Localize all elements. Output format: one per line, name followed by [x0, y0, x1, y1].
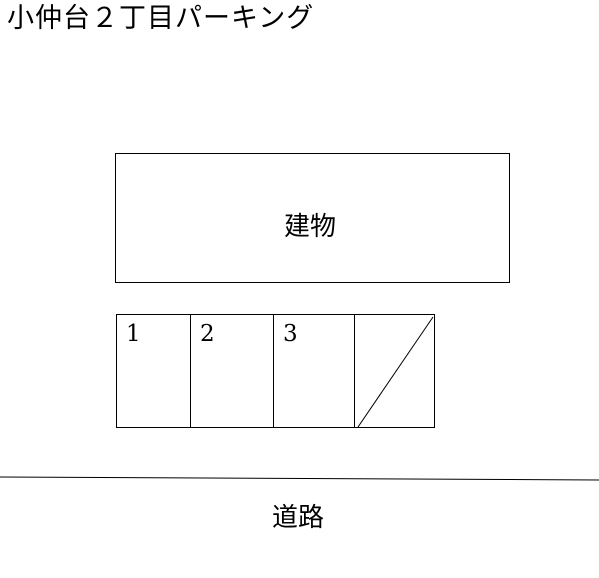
parking-space-number: 3: [283, 321, 298, 347]
parking-space-number: 1: [126, 321, 141, 347]
road-label: 道路: [272, 503, 325, 533]
parking-space-unavailable: [354, 314, 435, 428]
parking-space-number: 2: [200, 321, 215, 347]
building-block: 建物: [115, 153, 510, 283]
unavailable-slash-mark: [357, 316, 434, 427]
page-title: 小仲台２丁目パーキング: [7, 3, 315, 34]
building-label: 建物: [284, 212, 337, 242]
